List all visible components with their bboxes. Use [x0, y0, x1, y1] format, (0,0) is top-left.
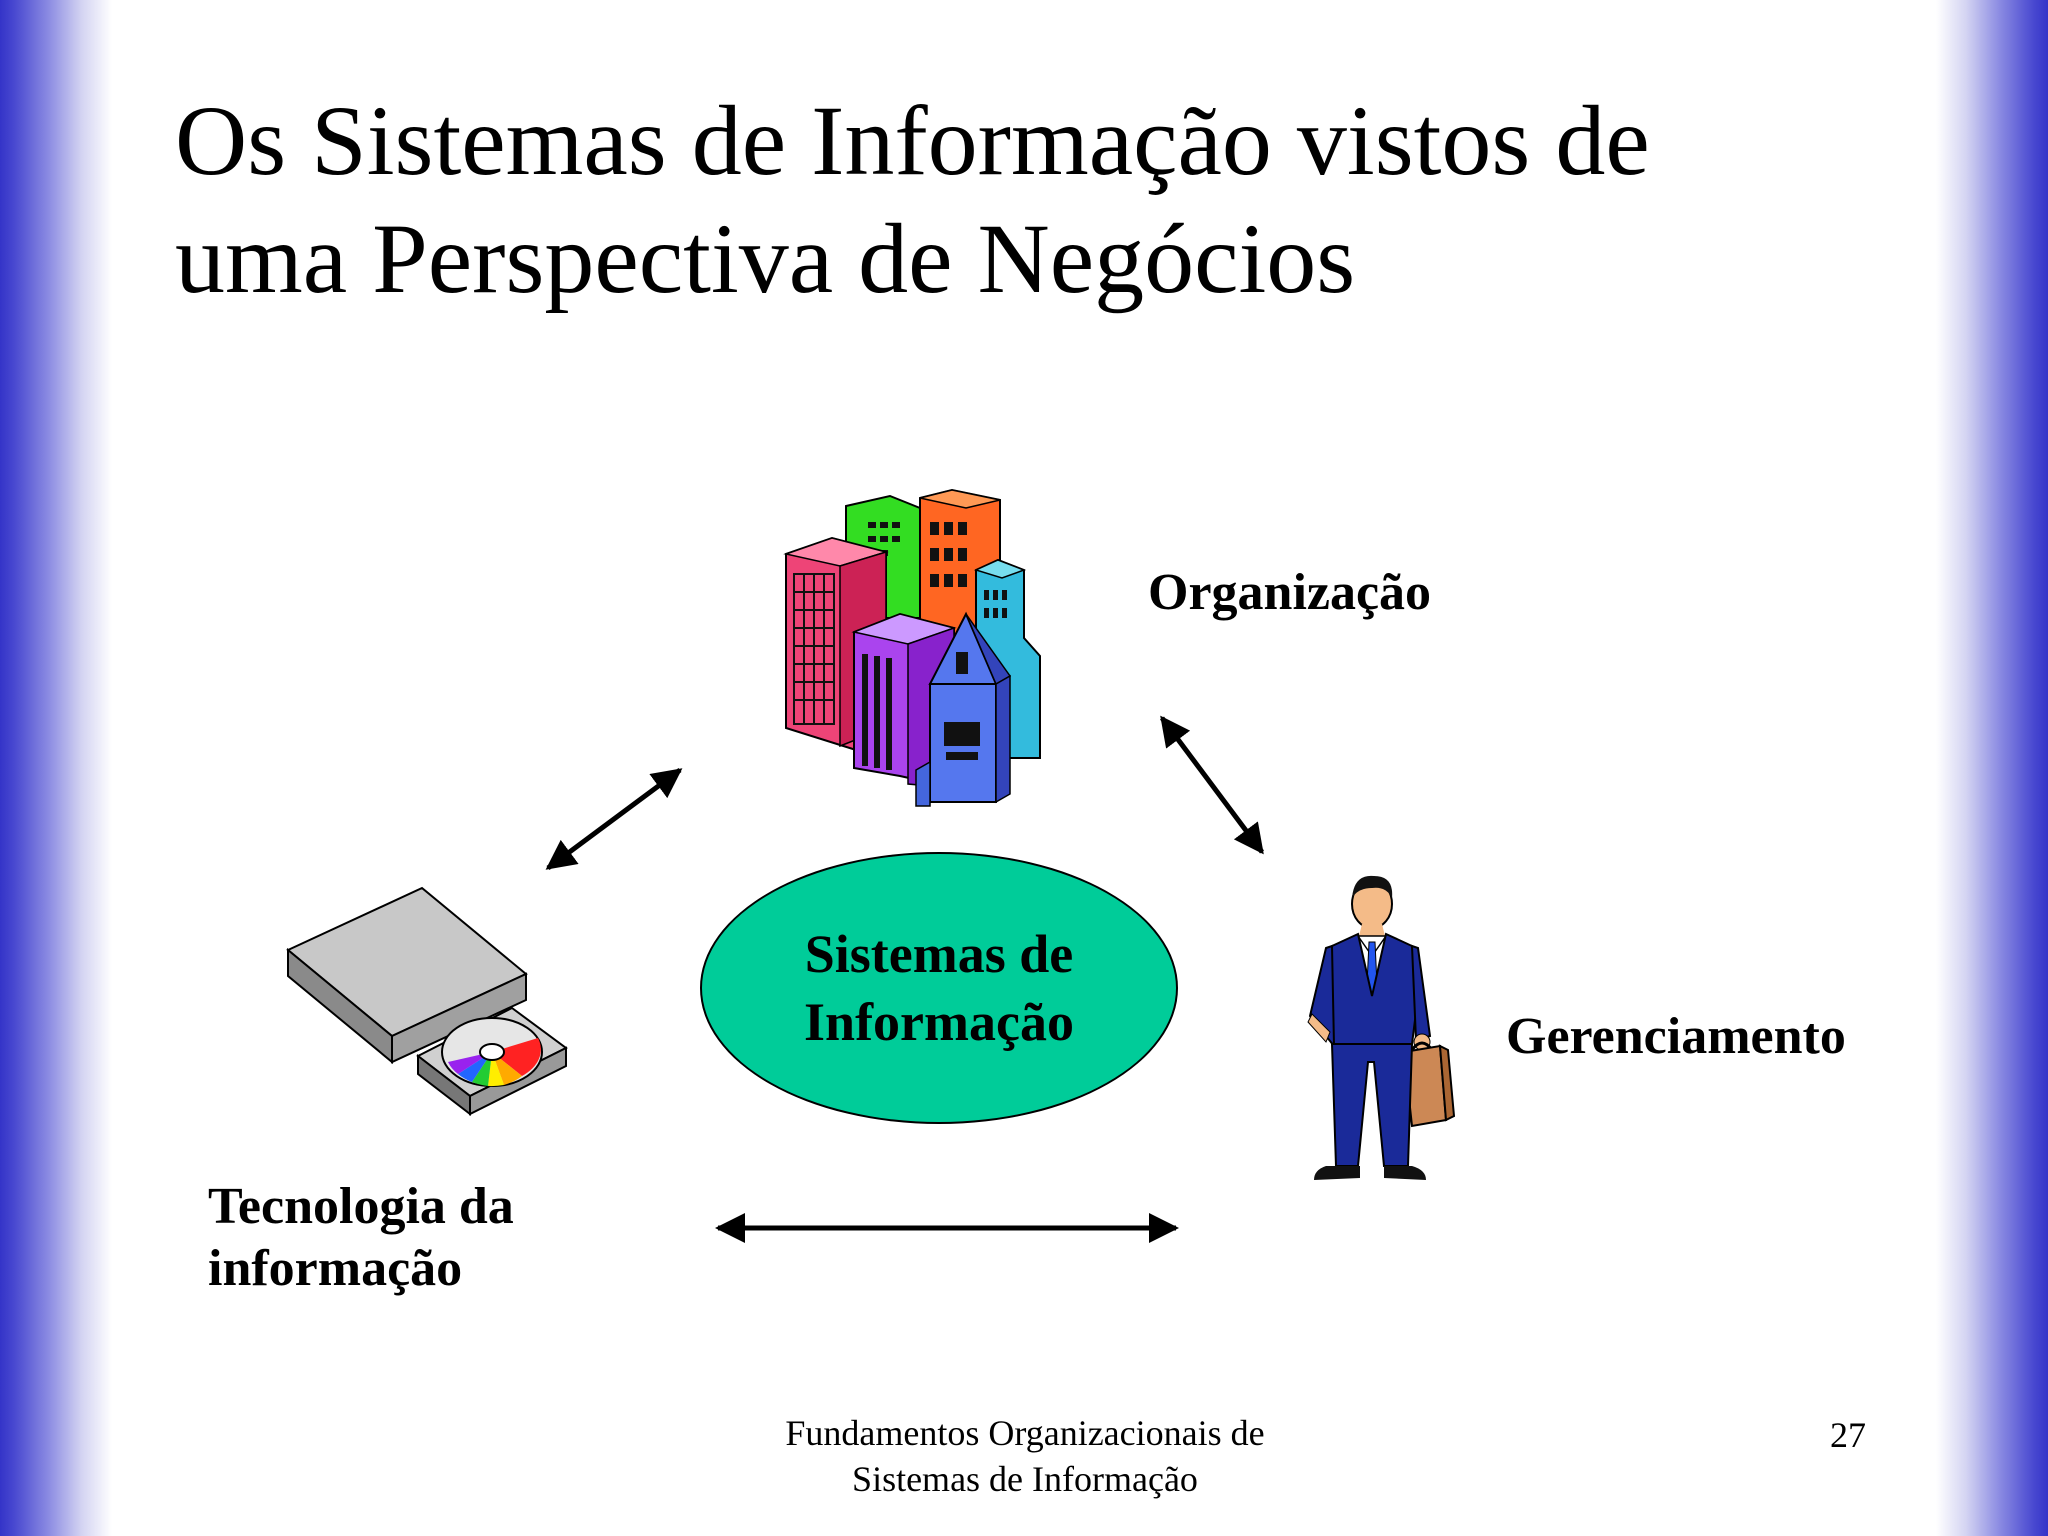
label-information-technology: Tecnologia da informação [208, 1176, 514, 1300]
slide-footer: Fundamentos Organizacionais de Sistemas … [650, 1410, 1400, 1502]
businessman-icon [1307, 875, 1456, 1180]
label-it-line-2: informação [208, 1240, 463, 1297]
footer-line-2: Sistemas de Informação [852, 1459, 1198, 1499]
ellipse-line-1: Sistemas de [804, 924, 1074, 984]
arrow-technology-organization [545, 767, 683, 871]
cd-drive-icon [286, 886, 568, 1117]
title-line-1: Os Sistemas de Informação vistos de [175, 85, 1650, 196]
page-number: 27 [1830, 1415, 1866, 1455]
arrow-organization-management [1159, 715, 1265, 855]
title-line-2: uma Perspectiva de Negócios [175, 203, 1356, 314]
label-it-line-1: Tecnologia da [208, 1178, 514, 1235]
footer-line-1: Fundamentos Organizacionais de [785, 1413, 1265, 1453]
label-organization: Organização [1148, 564, 1432, 621]
information-systems-ellipse: Sistemas de Informação [700, 852, 1178, 1124]
ellipse-line-2: Informação [804, 992, 1074, 1052]
label-management: Gerenciamento [1506, 1008, 1846, 1065]
slide-title: Os Sistemas de Informação vistos de uma … [175, 82, 1935, 318]
buildings-icon [783, 488, 1041, 807]
